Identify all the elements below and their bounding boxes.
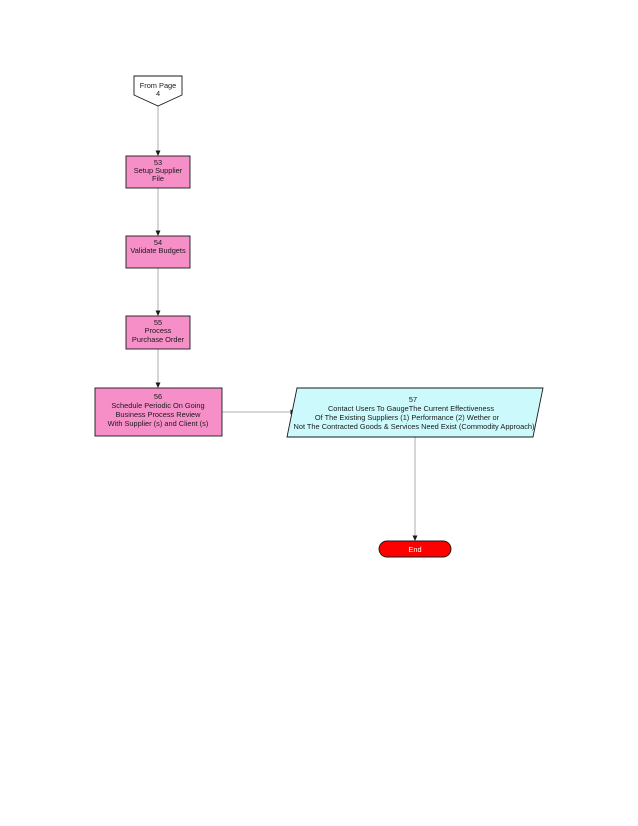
arrowhead-56 [155, 382, 161, 388]
process-step-56: 56 Schedule Periodic On Going Business P… [94, 387, 223, 437]
end-label: End [408, 545, 421, 554]
step-label-line-1: Schedule Periodic On Going [111, 401, 204, 410]
process-box [125, 235, 191, 269]
step-label-line-2: Business Process Review [115, 410, 201, 419]
process-box [94, 387, 223, 437]
step-number: 57 [409, 395, 417, 404]
step-number: 54 [154, 238, 162, 247]
end-terminator: End [378, 540, 452, 558]
step-number: 53 [154, 158, 162, 167]
step-label-line-1: Process [145, 326, 172, 335]
arrowhead-end [412, 535, 418, 541]
connector-label-line-1: From Page [140, 81, 177, 90]
arrowhead-53 [155, 150, 161, 156]
step-label-line-2: File [152, 174, 164, 183]
off-page-connector-from: From Page 4 [133, 75, 183, 107]
process-box [125, 315, 191, 350]
io-parallelogram [286, 387, 544, 438]
terminator-shape [378, 540, 452, 558]
arrowhead-55 [155, 310, 161, 316]
process-box [125, 155, 191, 189]
io-step-57: 57 Contact Users To GaugeThe Current Eff… [286, 387, 544, 438]
step-label-line-3: With Supplier (s) and Client (s) [108, 419, 209, 428]
connector-label-line-2: 4 [156, 89, 160, 98]
step-label-line-2: Of The Existing Suppliers (1) Performanc… [315, 413, 500, 422]
step-label-line-1: Setup Supplier [134, 166, 183, 175]
connector-shape [133, 75, 183, 107]
process-step-53: 53 Setup Supplier File [125, 155, 191, 189]
step-number: 56 [154, 392, 162, 401]
step-label-line-1: Contact Users To GaugeThe Current Effect… [328, 404, 494, 413]
process-step-54: 54 Validate Budgets [125, 235, 191, 269]
step-label-line-1: Validate Budgets [130, 246, 186, 255]
step-label-line-2: Purchase Order [132, 335, 185, 344]
step-label-line-3: Not The Contracted Goods & Services Need… [294, 422, 535, 431]
process-step-55: 55 Process Purchase Order [125, 315, 191, 350]
step-number: 55 [154, 318, 162, 327]
edges [155, 106, 418, 541]
arrowhead-54 [155, 230, 161, 236]
